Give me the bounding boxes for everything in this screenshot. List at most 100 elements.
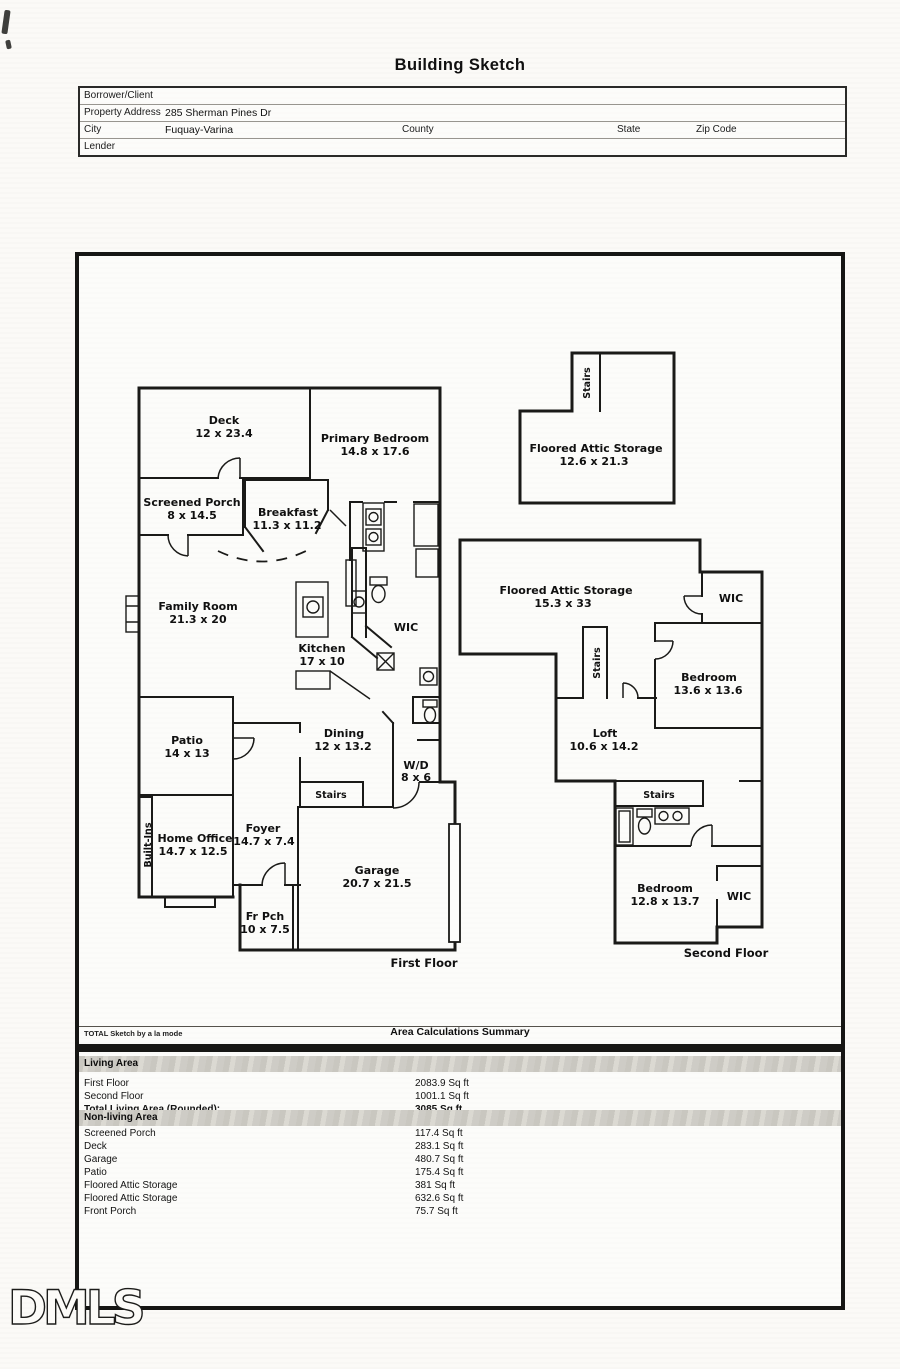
room-dims-attic-upper: 12.6 x 21.3 [559,455,628,468]
room-label-front-porch: Fr Pch [246,910,284,923]
room-label-bedroom-b: Bedroom [637,882,693,895]
table-row: Screened Porch 117.4 Sq ft [84,1128,836,1141]
page-title: Building Sketch [394,56,526,74]
row-value: 175.4 Sq ft [415,1167,464,1178]
sink [419,667,438,686]
stairs-label: Stairs [643,790,675,801]
table-row: Front Porch 75.7 Sq ft [84,1206,836,1219]
room-label-primary-bedroom: Primary Bedroom [321,432,429,445]
row-label: Floored Attic Storage [84,1193,178,1204]
living-area-header: Living Area [79,1056,841,1072]
room-label-bedroom-a: Bedroom [681,671,737,684]
row-value: 632.6 Sq ft [415,1193,464,1204]
linen-closet [345,559,357,607]
room-label-dining: Dining [324,727,364,740]
stairs-label: Stairs [592,647,603,679]
total-living-area-row: Total Living Area (Rounded): 3085 Sq ft [84,1104,836,1117]
room-label-garage: Garage [355,864,400,877]
kitchen-island [295,581,329,638]
room-dims-breakfast: 11.3 x 11.2 [252,519,321,532]
fireplace [125,595,140,633]
shower [413,503,439,547]
row-value: 75.7 Sq ft [415,1206,458,1217]
room-label-patio: Patio [171,734,203,747]
toilet-tank [422,699,438,708]
room-label-deck: Deck [209,414,240,427]
mls-watermark: DMLS [7,1280,147,1336]
row-label: Second Floor [84,1091,144,1102]
vanity [362,502,385,552]
form-row-city: City Fuquay-Varina County State Zip Code [80,122,845,139]
room-label-home-office: Home Office [157,832,232,845]
watermark-text: DMLS [8,1281,143,1336]
room-label-wic-bottom: WIC [727,890,751,903]
room-label-kitchen: Kitchen [298,642,345,655]
room-label-screened-porch: Screened Porch [143,496,240,509]
row-label: Screened Porch [84,1128,156,1139]
open-wall-dashed [217,550,307,563]
borrower-label: Borrower/Client [84,90,153,101]
room-dims-family-room: 21.3 x 20 [169,613,227,626]
double-vanity [654,807,690,825]
scan-artifact [5,39,12,50]
form-row-address: Property Address 285 Sherman Pines Dr [80,105,845,122]
table-row: Floored Attic Storage 381 Sq ft [84,1180,836,1193]
toilet [371,584,386,604]
table-row: First Floor 2083.9 Sq ft [84,1078,836,1091]
room-dims-dining: 12 x 13.2 [314,740,371,753]
first-floor-labels: Deck 12 x 23.4 Primary Bedroom 14.8 x 17… [143,414,458,970]
first-floor-stairs-box [299,781,364,808]
first-floor-caption: First Floor [390,956,457,970]
room-dims-garage: 20.7 x 21.5 [342,877,411,890]
toilet-tank [636,808,653,818]
row-value: 381 Sq ft [415,1180,456,1191]
row-label: First Floor [84,1078,129,1089]
row-value: 480.7 Sq ft [415,1154,464,1165]
sink [365,528,382,546]
summary-divider [79,1026,841,1027]
room-label-breakfast: Breakfast [258,506,318,519]
room-dims-primary-bedroom: 14.8 x 17.6 [340,445,409,458]
scan-artifact [1,9,11,35]
stairs-label: Stairs [582,367,593,399]
row-value: 1001.1 Sq ft [415,1091,469,1102]
room-dims-front-porch: 10 x 7.5 [240,923,290,936]
counter [295,670,331,690]
table-row: Garage 480.7 Sq ft [84,1154,836,1167]
form-row-borrower: Borrower/Client [80,88,845,105]
summary-black-bar [79,1044,841,1052]
row-value: 2083.9 Sq ft [415,1078,469,1089]
tub [415,548,439,578]
room-label-family-room: Family Room [158,600,237,613]
first-floor-fixtures [125,502,461,943]
row-label: Deck [84,1141,107,1152]
second-floor-labels: Stairs Floored Attic Storage 12.6 x 21.3… [499,367,768,960]
table-row: Floored Attic Storage 632.6 Sq ft [84,1193,836,1206]
summary-heading: Area Calculations Summary [390,1026,530,1038]
room-dims-home-office: 14.7 x 12.5 [158,845,227,858]
second-floor-caption: Second Floor [684,946,769,960]
sink [365,508,382,526]
island-sink [302,596,324,618]
city-value: Fuquay-Varina [165,124,234,136]
room-label-attic-main: Floored Attic Storage [499,584,632,597]
zip-code-label: Zip Code [696,124,737,135]
sketch-software-brand: TOTAL Sketch by a la mode [84,1029,183,1038]
sketch-area: Deck 12 x 23.4 Primary Bedroom 14.8 x 17… [75,252,845,1310]
toilet-tank [369,576,388,586]
room-dims-foyer: 14.7 x 7.4 [233,835,295,848]
room-label-wic: WIC [394,621,418,634]
room-dims-bedroom-b: 12.8 x 13.7 [630,895,699,908]
room-label-attic-upper: Floored Attic Storage [529,442,662,455]
stairs-label: Stairs [315,790,347,801]
row-label: Garage [84,1154,118,1165]
row-value: 117.4 Sq ft [415,1128,463,1139]
garage-door [448,823,461,943]
second-floor-attic-upper [518,351,676,505]
room-dims-deck: 12 x 23.4 [195,427,253,440]
second-floor-fixtures [615,807,690,846]
room-dims-bedroom-a: 13.6 x 13.6 [673,684,742,697]
county-label: County [402,124,434,135]
room-dims-loft: 10.6 x 14.2 [569,740,638,753]
